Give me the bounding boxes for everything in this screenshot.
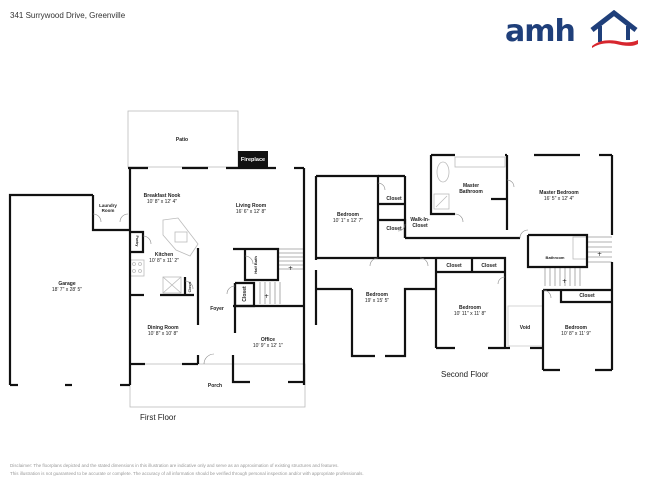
master-bath-label-1: Master [462, 183, 480, 189]
bathroom-label: Bathroom [545, 255, 565, 260]
bedroom-1-dims: 10' 1" x 12' 7" [332, 218, 364, 224]
svg-text:+: + [264, 293, 269, 300]
closet-a-label: Closet [386, 196, 402, 202]
bedroom-3-label: Bedroom [459, 305, 481, 311]
closet-kitchen-label: Closet [188, 281, 192, 293]
kitchen-dims: 10' 8" x 11' 2" [149, 258, 179, 264]
house-roof-icon [590, 10, 638, 48]
fireplace: Fireplace [238, 151, 268, 168]
svg-text:+: + [562, 278, 567, 285]
bedroom-4-dims: 10' 8" x 11' 9" [561, 331, 591, 337]
living-room-dims: 16' 6" x 12' 8" [235, 209, 267, 215]
property-address: 341 Surrywood Drive, Greenville [10, 11, 126, 20]
walk-in-closet-label-2: Closet [412, 223, 428, 229]
bedroom-3-dims: 10' 11" x 11' 8" [453, 311, 487, 317]
garage-dims: 18' 7" x 28' 5" [51, 287, 83, 293]
svg-text:+: + [288, 265, 293, 272]
bedroom-4-label: Bedroom [565, 325, 587, 331]
laundry-room-label-1: Laundry [99, 203, 117, 208]
bedroom-2-dims: 19' x 15' 5" [364, 298, 390, 304]
laundry-room-label-2: Room [101, 208, 115, 213]
pantry-label: Pantry [135, 235, 139, 247]
closet-e-label: Closet [579, 293, 595, 299]
kitchen-label: Kitchen [154, 252, 174, 258]
living-room-label: Living Room [235, 203, 267, 209]
porch-label: Porch [207, 383, 223, 389]
amh-logo: amh [505, 10, 640, 52]
first-floor-title: First Floor [140, 413, 176, 422]
breakfast-nook-label: Breakfast Nook [143, 193, 181, 199]
bedroom-2-label: Bedroom [366, 292, 388, 298]
svg-text:+: + [597, 251, 602, 258]
breakfast-nook-dims: 10' 8" x 12' 4" [146, 199, 178, 205]
void-label: Void [519, 325, 531, 331]
disclaimer-line-1: Disclaimer: The floorplans depicted and … [10, 463, 339, 468]
half-bath-label: Half Bath [253, 256, 258, 274]
master-bath-label-2: Bathroom [459, 189, 483, 195]
office-dims: 10' 9" x 12' 1" [252, 343, 284, 349]
bedroom-1-label: Bedroom [337, 212, 359, 218]
logo-text: amh [505, 14, 576, 49]
dining-room-label: Dining Room [147, 325, 179, 331]
walk-in-closet-label-1: Walk-In- [410, 217, 430, 223]
closet-c-label: Closet [446, 263, 462, 269]
office-label: Office [260, 337, 276, 343]
master-bedroom-dims: 16' 5" x 12' 4" [543, 196, 575, 202]
patio-label: Patio [175, 137, 189, 143]
disclaimer-line-2: This illustration is not guaranteed to b… [10, 471, 364, 476]
master-bedroom-label: Master Bedroom [539, 190, 579, 196]
garage-label: Garage [58, 281, 76, 287]
disclaimer: Disclaimer: The floorplans depicted and … [10, 462, 364, 478]
dining-room-dims: 10' 8" x 10' 8" [147, 331, 179, 337]
closet-foyer-label: Closet [242, 286, 248, 302]
closet-d-label: Closet [481, 263, 497, 269]
closet-b-label: Closet [386, 226, 402, 232]
second-floor-title: Second Floor [441, 370, 489, 379]
foyer-label: Foyer [210, 306, 224, 312]
